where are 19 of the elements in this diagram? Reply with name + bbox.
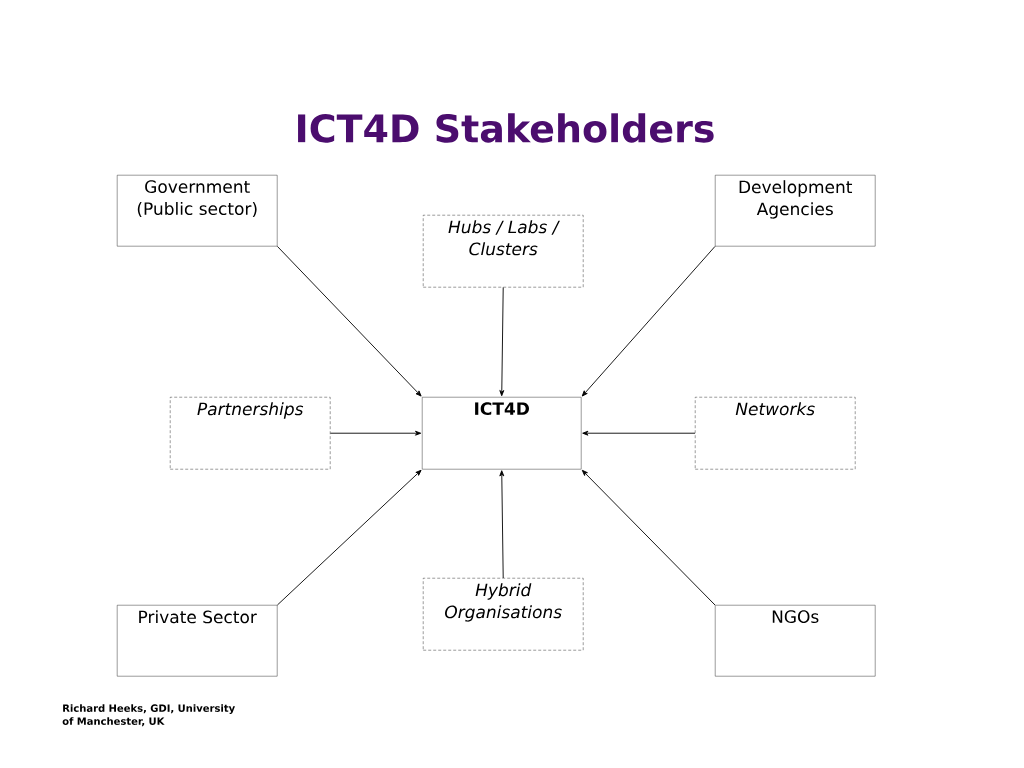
author-credit: Richard Heeks, GDI, University of Manchester, UK <box>62 704 235 727</box>
arrow <box>276 245 422 397</box>
title: ICT4D Stakeholders <box>298 113 714 143</box>
dashed-box: Hubs / Labs / Clusters <box>423 215 584 288</box>
central-box: ICT4D <box>422 397 582 470</box>
stakeholder-box: Private Sector <box>117 605 278 677</box>
arrow <box>581 469 716 606</box>
stakeholder-box: NGOs <box>715 605 876 677</box>
arrow <box>329 430 422 436</box>
arrow <box>581 245 716 397</box>
arrow <box>499 470 505 579</box>
dashed-box: Partnerships <box>170 397 331 470</box>
dashed-box: Hybrid Organisations <box>423 578 584 651</box>
stakeholder-box: Government (Public sector) <box>117 175 278 247</box>
arrow <box>276 469 422 606</box>
arrow <box>582 430 696 436</box>
dashed-box: Networks <box>695 397 856 470</box>
arrow <box>499 286 505 397</box>
stakeholder-box: Development Agencies <box>715 175 876 247</box>
